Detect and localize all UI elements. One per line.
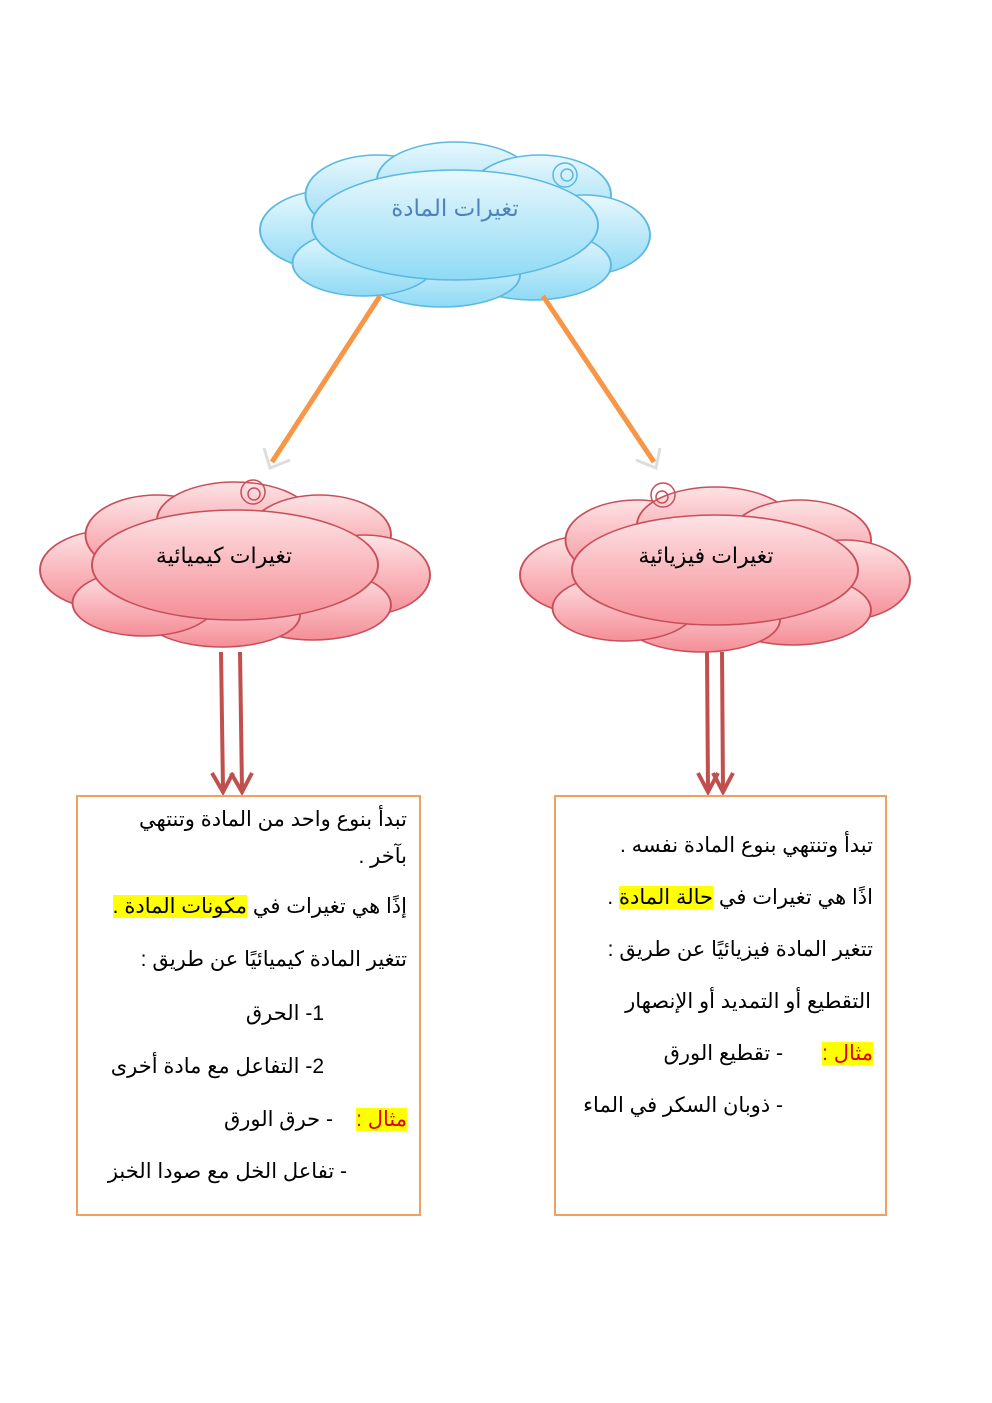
phys-highlight: حالة المادة bbox=[619, 886, 714, 909]
root-title: تغيرات المادة bbox=[391, 195, 519, 221]
red-double-arrow-left bbox=[210, 651, 254, 797]
chemical-changes-title: تغيرات كيميائية bbox=[155, 543, 293, 568]
chem-line-4: تتغير المادة كيميائيًا عن طريق : bbox=[140, 948, 407, 971]
physical-cloud bbox=[519, 486, 911, 653]
red-double-arrow-right bbox=[696, 651, 735, 797]
chem-example-label-text: مثال : bbox=[356, 1108, 407, 1131]
phys-example-2: - ذوبان السكر في الماء bbox=[583, 1094, 783, 1117]
physical-cloud-swirl bbox=[650, 482, 676, 508]
phys-line-2: اذًا هي تغيرات في حالة المادة . bbox=[607, 885, 873, 910]
chem-line-3-text: إذًا هي تغيرات في bbox=[247, 895, 407, 918]
chemical-cloud-swirl bbox=[240, 479, 266, 505]
orange-arrow-left bbox=[262, 294, 383, 471]
chem-line-3: إذًا هي تغيرات في مكونات المادة . bbox=[112, 894, 407, 919]
physical-changes-box: تبدأ وتنتهي بنوع المادة نفسه . اذًا هي ت… bbox=[554, 795, 887, 1216]
phys-example-label: مثال : bbox=[822, 1041, 873, 1066]
chem-example-1: - حرق الورق bbox=[223, 1108, 333, 1131]
orange-arrow-right bbox=[540, 294, 662, 471]
phys-line-3: تتغير المادة فيزيائيًا عن طريق : bbox=[607, 938, 873, 961]
physical-changes-title: تغيرات فيزيائية bbox=[638, 543, 774, 568]
chem-list-item-2: 2- التفاعل مع مادة أخرى bbox=[110, 1055, 324, 1078]
chem-list-item-1: 1- الحرق bbox=[245, 1002, 324, 1025]
phys-line-2-text: اذًا هي تغيرات في bbox=[713, 886, 873, 909]
phys-example-label-text: مثال : bbox=[822, 1042, 873, 1065]
root-cloud-swirl bbox=[552, 162, 578, 188]
chemical-changes-box: تبدأ بنوع واحد من المادة وتنتهي بآخر . إ… bbox=[76, 795, 421, 1216]
root-cloud bbox=[259, 141, 651, 308]
chem-example-2: - تفاعل الخل مع صودا الخبز bbox=[107, 1160, 347, 1183]
chem-line-1: تبدأ بنوع واحد من المادة وتنتهي bbox=[139, 808, 407, 831]
phys-line-4: التقطيع أو التمديد أو الإنصهار bbox=[625, 990, 871, 1013]
chem-highlight: مكونات المادة . bbox=[112, 895, 248, 918]
chem-example-label: مثال : bbox=[356, 1107, 407, 1132]
phys-line-1: تبدأ وتنتهي بنوع المادة نفسه . bbox=[619, 834, 873, 857]
chem-line-2: بآخر . bbox=[358, 845, 407, 868]
phys-line-2-end: . bbox=[607, 886, 620, 909]
phys-example-1: - تقطيع الورق bbox=[663, 1042, 783, 1065]
